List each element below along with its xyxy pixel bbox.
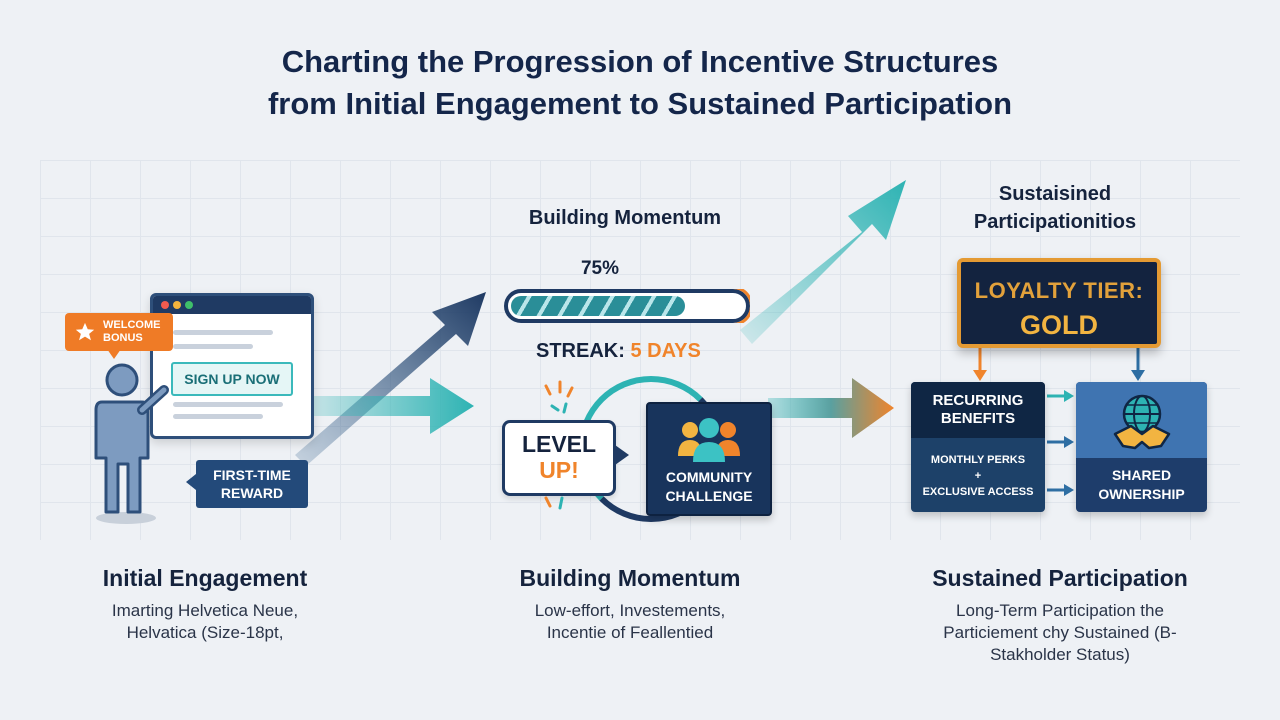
progress-bar-fill — [511, 296, 685, 316]
star-icon — [75, 322, 95, 341]
close-dot-icon — [161, 301, 169, 309]
stage1-caption-line: Imarting Helvetica Neue, — [111, 601, 299, 620]
first-time-reward-line-1: FIRST-TIME — [213, 467, 291, 483]
perk-plus: + — [974, 470, 982, 482]
placeholder-line — [173, 414, 263, 419]
placeholder-line — [173, 402, 283, 407]
progress-bar — [504, 289, 750, 323]
recurring-benefits-line-1: RECURRING — [932, 392, 1024, 409]
stage2-caption-title: Building Momentum — [519, 565, 741, 591]
arrow-rising-navy — [295, 292, 486, 466]
stage2-caption-line: Incentie of Feallentied — [546, 623, 714, 642]
sustained-participation-heading: Sustaisined Participationitios — [930, 180, 1180, 236]
stage3-caption-line: Particiement chy Sustained (B- — [943, 623, 1177, 642]
shared-ownership-card: SHARED OWNERSHIP — [1076, 382, 1207, 512]
community-challenge-line-1: COMMUNITY — [665, 469, 753, 485]
progress-percent: 75% — [580, 258, 620, 279]
community-challenge-line-2: CHALLENGE — [665, 488, 753, 504]
stage2-caption-line: Low-effort, Investements, — [534, 601, 726, 620]
loyalty-tier-label: LOYALTY TIER: — [974, 278, 1144, 303]
sparkle-icon — [544, 380, 574, 414]
recurring-benefits-card: RECURRING BENEFITS MONTHLY PERKS + EXCLU… — [911, 382, 1045, 512]
level-up-line-1: LEVEL — [521, 431, 597, 457]
welcome-bonus-label: WELCOME BONUS — [103, 319, 161, 344]
arrow-horizontal-orange — [768, 378, 894, 438]
perk-monthly: MONTHLY PERKS — [930, 454, 1026, 466]
stage3-caption-line: Long-Term Participation the — [956, 601, 1164, 620]
first-time-reward-line-2: REWARD — [220, 485, 284, 501]
stage1-caption-body: Imarting Helvetica Neue, Helvatica (Size… — [60, 600, 350, 644]
streak-value: 5 DAYS — [630, 340, 701, 362]
loyalty-tier-level: GOLD — [1020, 310, 1098, 340]
placeholder-line — [173, 344, 253, 349]
maximize-dot-icon — [185, 301, 193, 309]
community-challenge-card: COMMUNITY CHALLENGE — [646, 402, 772, 516]
streak-label: STREAK: — [536, 340, 625, 362]
sustained-heading-line-2: Participationitios — [973, 211, 1137, 233]
welcome-bonus-badge: WELCOME BONUS — [65, 313, 173, 359]
diagram-title-line-1: Charting the Progression of Incentive St… — [281, 44, 999, 79]
stage1-caption-title: Initial Engagement — [102, 565, 308, 591]
arrow-rising-teal — [740, 180, 906, 344]
level-up-line-2: UP! — [539, 457, 579, 483]
recurring-benefits-line-2: BENEFITS — [940, 410, 1016, 427]
shared-ownership-line-2: OWNERSHIP — [1098, 486, 1185, 502]
person-icon — [94, 363, 169, 524]
sparkle-icon — [544, 496, 564, 510]
stage3-caption-body: Long-Term Participation the Particiement… — [900, 600, 1220, 666]
perk-exclusive: EXCLUSIVE ACCESS — [922, 486, 1034, 498]
stage3-caption-title: Sustained Participation — [932, 565, 1188, 591]
streak-indicator: STREAK: 5 DAYS — [536, 340, 701, 363]
browser-title-bar — [153, 296, 311, 314]
level-up-bubble: LEVEL UP! — [502, 420, 629, 496]
first-time-reward-badge: FIRST-TIME REWARD — [186, 460, 308, 508]
sign-up-now-button[interactable]: SIGN UP NOW — [171, 362, 293, 396]
diagram-title-line-2: from Initial Engagement to Sustained Par… — [267, 86, 1013, 121]
globe-handshake-icon — [1113, 394, 1171, 450]
stage2-caption-body: Low-effort, Investements, Incentie of Fe… — [480, 600, 780, 644]
group-people-icon — [678, 418, 740, 462]
stage3-caption-line: Stakholder Status) — [990, 645, 1130, 664]
placeholder-line — [173, 330, 273, 335]
building-momentum-heading: Building Momentum — [528, 207, 722, 229]
signup-browser-window: SIGN UP NOW — [150, 293, 314, 439]
loyalty-tier-card: LOYALTY TIER: GOLD — [957, 258, 1161, 348]
stage1-caption-line: Helvatica (Size-18pt, — [126, 623, 284, 642]
sustained-heading-line-1: Sustaisined — [998, 183, 1112, 205]
minimize-dot-icon — [173, 301, 181, 309]
shared-ownership-line-1: SHARED — [1111, 467, 1172, 483]
arrow-horizontal-teal — [310, 378, 474, 434]
